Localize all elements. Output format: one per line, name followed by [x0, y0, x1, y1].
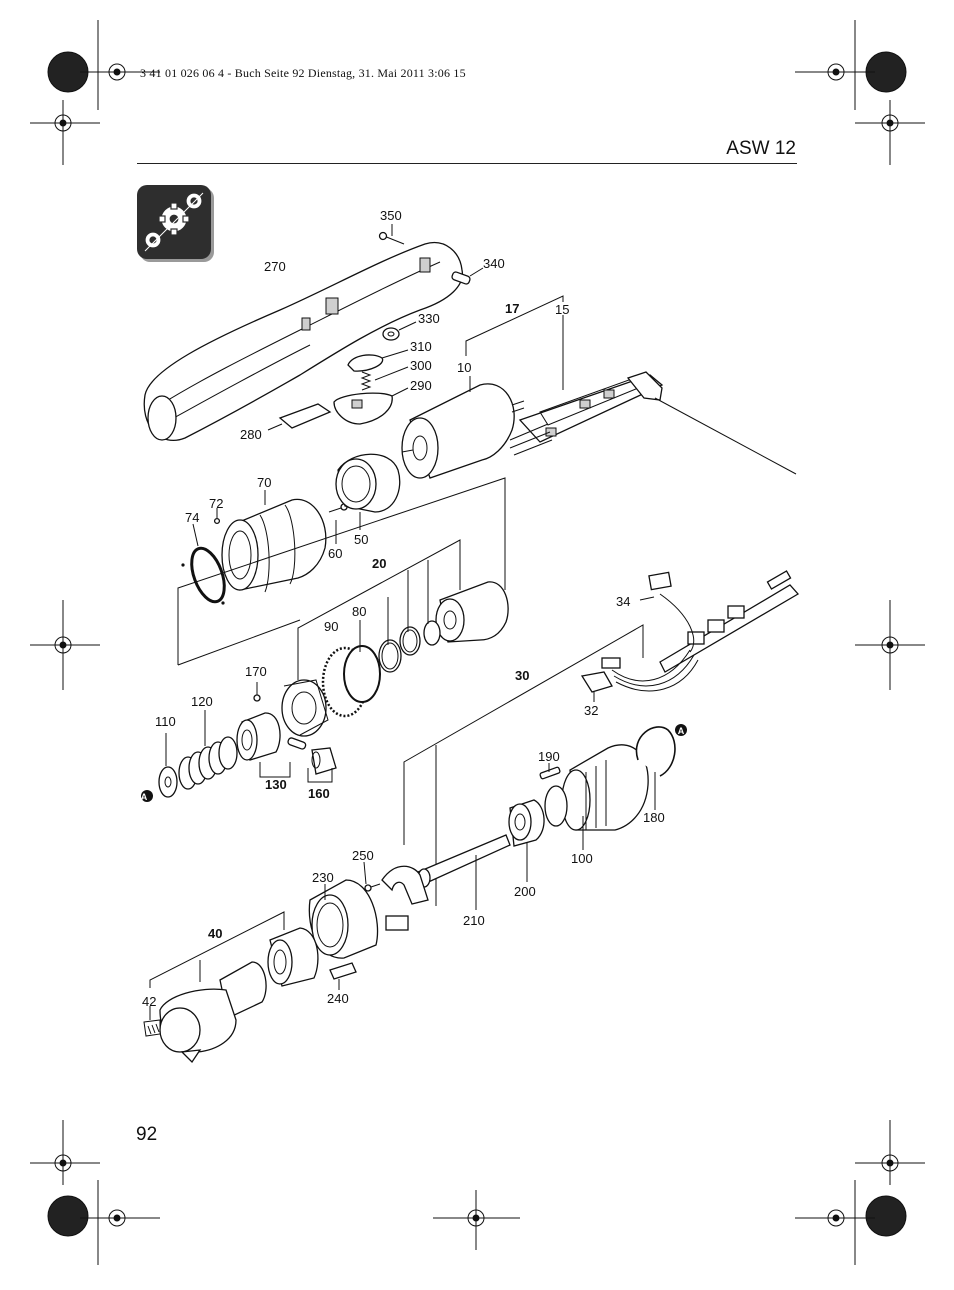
label-340: 340	[483, 256, 505, 271]
label-250: 250	[352, 848, 374, 863]
o-ring-74	[181, 523, 226, 605]
housing-shell	[143, 242, 463, 441]
motor-10	[401, 376, 525, 479]
pin-340	[451, 267, 484, 285]
label-17: 17	[505, 301, 519, 316]
label-90: 90	[324, 619, 338, 634]
label-200: 200	[514, 884, 536, 899]
washer-110	[158, 733, 178, 798]
screw-350	[378, 224, 405, 245]
bracket-30	[403, 624, 644, 845]
spacer-rings	[378, 620, 441, 673]
slider-280	[267, 403, 332, 431]
label-170: 170	[245, 664, 267, 679]
washer-330	[382, 321, 417, 341]
clutch-nut-130	[236, 682, 281, 761]
label-180: 180	[643, 810, 665, 825]
spring-300	[360, 366, 409, 391]
label-42: 42	[142, 994, 156, 1009]
label-72: 72	[209, 496, 223, 511]
label-32: 32	[584, 703, 598, 718]
label-15: 15	[555, 302, 569, 317]
housing-outline	[177, 477, 506, 665]
label-300: 300	[410, 358, 432, 373]
print-imprint-line: 3 41 01 026 06 4 - Buch Seite 92 Diensta…	[140, 66, 466, 80]
label-120: 120	[191, 694, 213, 709]
clip-240	[329, 962, 357, 990]
header-rule	[137, 163, 797, 164]
callout-labels: 350 340 270 330 17 15 310 300 10 290 280…	[141, 208, 685, 1009]
label-310: 310	[410, 339, 432, 354]
lever-310	[347, 349, 409, 372]
bracket-40	[149, 911, 285, 988]
label-160: 160	[308, 786, 330, 801]
shaft-210	[417, 834, 511, 910]
label-70: 70	[257, 475, 271, 490]
label-34: 34	[616, 594, 630, 609]
label-a-left: A	[141, 792, 148, 802]
label-290: 290	[410, 378, 432, 393]
label-130: 130	[265, 777, 287, 792]
clip-250	[363, 861, 429, 931]
label-50: 50	[354, 532, 368, 547]
label-a-right: A	[678, 726, 685, 736]
spindle-housing-100	[544, 744, 649, 850]
nose-cone-230	[308, 879, 379, 959]
pin-72	[213, 508, 221, 525]
bracket-17	[465, 295, 564, 356]
board-15	[509, 315, 797, 475]
marker-a-left	[141, 790, 153, 802]
key-190	[539, 763, 561, 780]
label-240: 240	[327, 991, 349, 1006]
label-190: 190	[538, 749, 560, 764]
bearing-90-80	[321, 645, 381, 718]
label-280: 280	[240, 427, 262, 442]
nut-200	[508, 799, 545, 882]
angle-head-40	[143, 927, 319, 1064]
label-330: 330	[418, 311, 440, 326]
label-100: 100	[571, 851, 593, 866]
label-80: 80	[352, 604, 366, 619]
gear-housing-70	[221, 490, 327, 593]
label-210: 210	[463, 913, 485, 928]
label-350: 350	[380, 208, 402, 223]
circlip-180	[635, 724, 687, 810]
label-10: 10	[457, 360, 471, 375]
gear-assembly-icon	[137, 185, 211, 259]
bracket-20	[297, 539, 461, 680]
cable-assembly-30	[580, 570, 800, 702]
model-name: ASW 12	[726, 138, 796, 159]
planet-carrier-20	[435, 581, 509, 643]
label-40: 40	[208, 926, 222, 941]
label-110: 110	[155, 714, 176, 729]
registration-marks	[30, 20, 925, 1265]
label-30: 30	[515, 668, 529, 683]
switch-290	[333, 387, 409, 425]
spring-120	[178, 710, 238, 790]
pin-set-160	[287, 737, 337, 775]
page-number: 92	[136, 1124, 158, 1145]
label-230: 230	[312, 870, 334, 885]
label-20: 20	[372, 556, 386, 571]
label-74: 74	[185, 510, 199, 525]
ring-gear-50	[335, 453, 401, 530]
bracket-160	[307, 768, 333, 783]
label-60: 60	[328, 546, 342, 561]
label-270: 270	[264, 259, 286, 274]
flange-170	[281, 679, 329, 737]
screw-60	[328, 503, 348, 544]
bracket-130	[259, 762, 291, 778]
